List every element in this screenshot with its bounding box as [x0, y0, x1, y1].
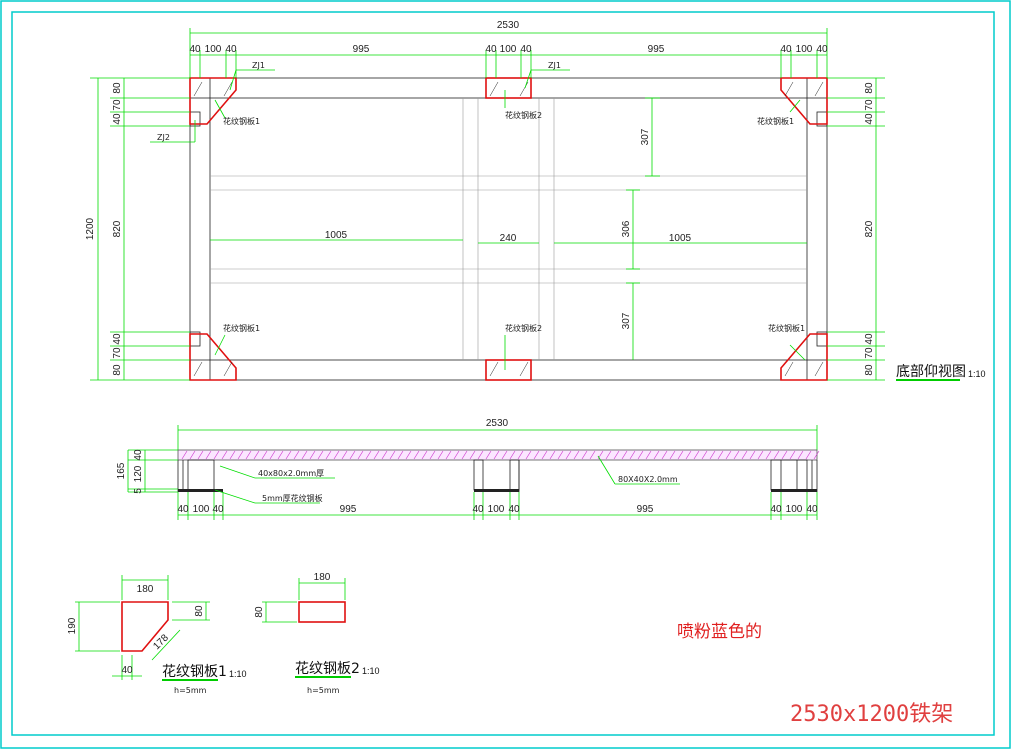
- svg-text:5: 5: [133, 488, 144, 494]
- svg-text:花纹钢板1: 花纹钢板1: [162, 664, 227, 680]
- inner-frame: [11, 11, 995, 736]
- svg-text:2530: 2530: [486, 418, 509, 429]
- label-zj1-mid: ZJ1: [548, 61, 561, 70]
- svg-text:100: 100: [205, 44, 222, 55]
- frame-outer: [189, 77, 828, 381]
- svg-text:1:10: 1:10: [229, 669, 247, 679]
- plate1-detail: 180 190 80 178 40 花纹钢板1 1:10 h=5mm: [67, 575, 247, 695]
- svg-text:1200: 1200: [85, 217, 96, 240]
- svg-text:100: 100: [488, 504, 505, 515]
- svg-text:40: 40: [121, 665, 133, 676]
- svg-text:80: 80: [864, 364, 875, 376]
- svg-text:40: 40: [133, 449, 144, 461]
- svg-text:120: 120: [133, 465, 144, 482]
- svg-text:80: 80: [194, 605, 205, 617]
- view-title-bottom: 底部仰视图: [896, 364, 966, 380]
- svg-text:820: 820: [112, 220, 123, 237]
- svg-text:80: 80: [254, 606, 265, 618]
- svg-text:70: 70: [112, 347, 123, 359]
- svg-text:307: 307: [640, 128, 651, 145]
- plate1-top-right: [780, 77, 828, 125]
- side-view: 2530 165 40 120 5 40x80x2.0mm厚: [116, 418, 820, 520]
- svg-text:花纹钢板1: 花纹钢板1: [768, 323, 805, 333]
- svg-text:40: 40: [780, 44, 792, 55]
- plate2-detail: 180 80 花纹钢板2 1:10 h=5mm: [254, 572, 380, 695]
- svg-text:40: 40: [112, 333, 123, 345]
- svg-text:995: 995: [648, 44, 665, 55]
- svg-text:80: 80: [112, 82, 123, 94]
- svg-text:h=5mm: h=5mm: [174, 686, 207, 695]
- svg-text:70: 70: [864, 347, 875, 359]
- svg-text:80X40X2.0mm: 80X40X2.0mm: [618, 475, 678, 484]
- svg-text:995: 995: [340, 504, 357, 515]
- svg-text:306: 306: [621, 220, 632, 237]
- svg-text:40: 40: [864, 113, 875, 125]
- svg-text:花纹钢板1: 花纹钢板1: [223, 116, 260, 126]
- svg-text:180: 180: [137, 584, 154, 595]
- svg-text:5mm厚花纹钢板: 5mm厚花纹钢板: [262, 493, 323, 503]
- svg-text:40: 40: [472, 504, 484, 515]
- svg-text:820: 820: [864, 220, 875, 237]
- svg-text:80: 80: [112, 364, 123, 376]
- svg-text:80: 80: [864, 82, 875, 94]
- svg-text:1005: 1005: [669, 233, 692, 244]
- svg-text:花纹钢板2: 花纹钢板2: [295, 661, 360, 677]
- plate2-bottom-middle: [485, 359, 532, 381]
- bottom-view: 2530 40 100 40 995 40 100 40 995 40 100 …: [85, 20, 986, 381]
- svg-text:花纹钢板1: 花纹钢板1: [223, 323, 260, 333]
- svg-text:100: 100: [786, 504, 803, 515]
- svg-text:1:10: 1:10: [362, 666, 380, 676]
- label-zj1-left: ZJ1: [252, 61, 265, 70]
- svg-text:40: 40: [485, 44, 497, 55]
- svg-text:995: 995: [637, 504, 654, 515]
- plate1-top-left: [189, 77, 237, 125]
- svg-text:180: 180: [314, 572, 331, 583]
- svg-text:40: 40: [508, 504, 520, 515]
- svg-text:40: 40: [816, 44, 828, 55]
- svg-text:100: 100: [796, 44, 813, 55]
- svg-text:40: 40: [177, 504, 189, 515]
- plate1-bottom-right: [780, 333, 828, 381]
- svg-text:40: 40: [212, 504, 224, 515]
- dim-overall-width: 2530: [497, 20, 520, 31]
- svg-text:240: 240: [500, 233, 517, 244]
- svg-text:花纹钢板2: 花纹钢板2: [505, 110, 542, 120]
- svg-text:40: 40: [189, 44, 201, 55]
- svg-text:190: 190: [67, 617, 78, 634]
- label-zj2: ZJ2: [157, 133, 170, 142]
- svg-text:花纹钢板2: 花纹钢板2: [505, 323, 542, 333]
- svg-text:307: 307: [621, 312, 632, 329]
- svg-text:1005: 1005: [325, 230, 348, 241]
- svg-text:花纹钢板1: 花纹钢板1: [757, 116, 794, 126]
- svg-text:40: 40: [770, 504, 782, 515]
- svg-text:165: 165: [116, 462, 127, 479]
- svg-text:100: 100: [193, 504, 210, 515]
- plate2-top-middle: [485, 77, 532, 99]
- svg-text:1:10: 1:10: [968, 369, 986, 379]
- svg-text:40: 40: [112, 113, 123, 125]
- svg-text:70: 70: [864, 99, 875, 111]
- finish-note: 喷粉蓝色的: [677, 622, 762, 642]
- svg-text:100: 100: [500, 44, 517, 55]
- frame-inner: [209, 97, 808, 361]
- svg-text:h=5mm: h=5mm: [307, 686, 340, 695]
- svg-text:40: 40: [864, 333, 875, 345]
- plate1-bottom-left: [189, 333, 237, 381]
- svg-text:70: 70: [112, 99, 123, 111]
- drawing-title: 2530x1200铁架: [790, 702, 953, 727]
- svg-text:40x80x2.0mm厚: 40x80x2.0mm厚: [258, 469, 324, 478]
- svg-text:995: 995: [353, 44, 370, 55]
- svg-text:40: 40: [225, 44, 237, 55]
- svg-text:40: 40: [520, 44, 532, 55]
- svg-text:40: 40: [806, 504, 818, 515]
